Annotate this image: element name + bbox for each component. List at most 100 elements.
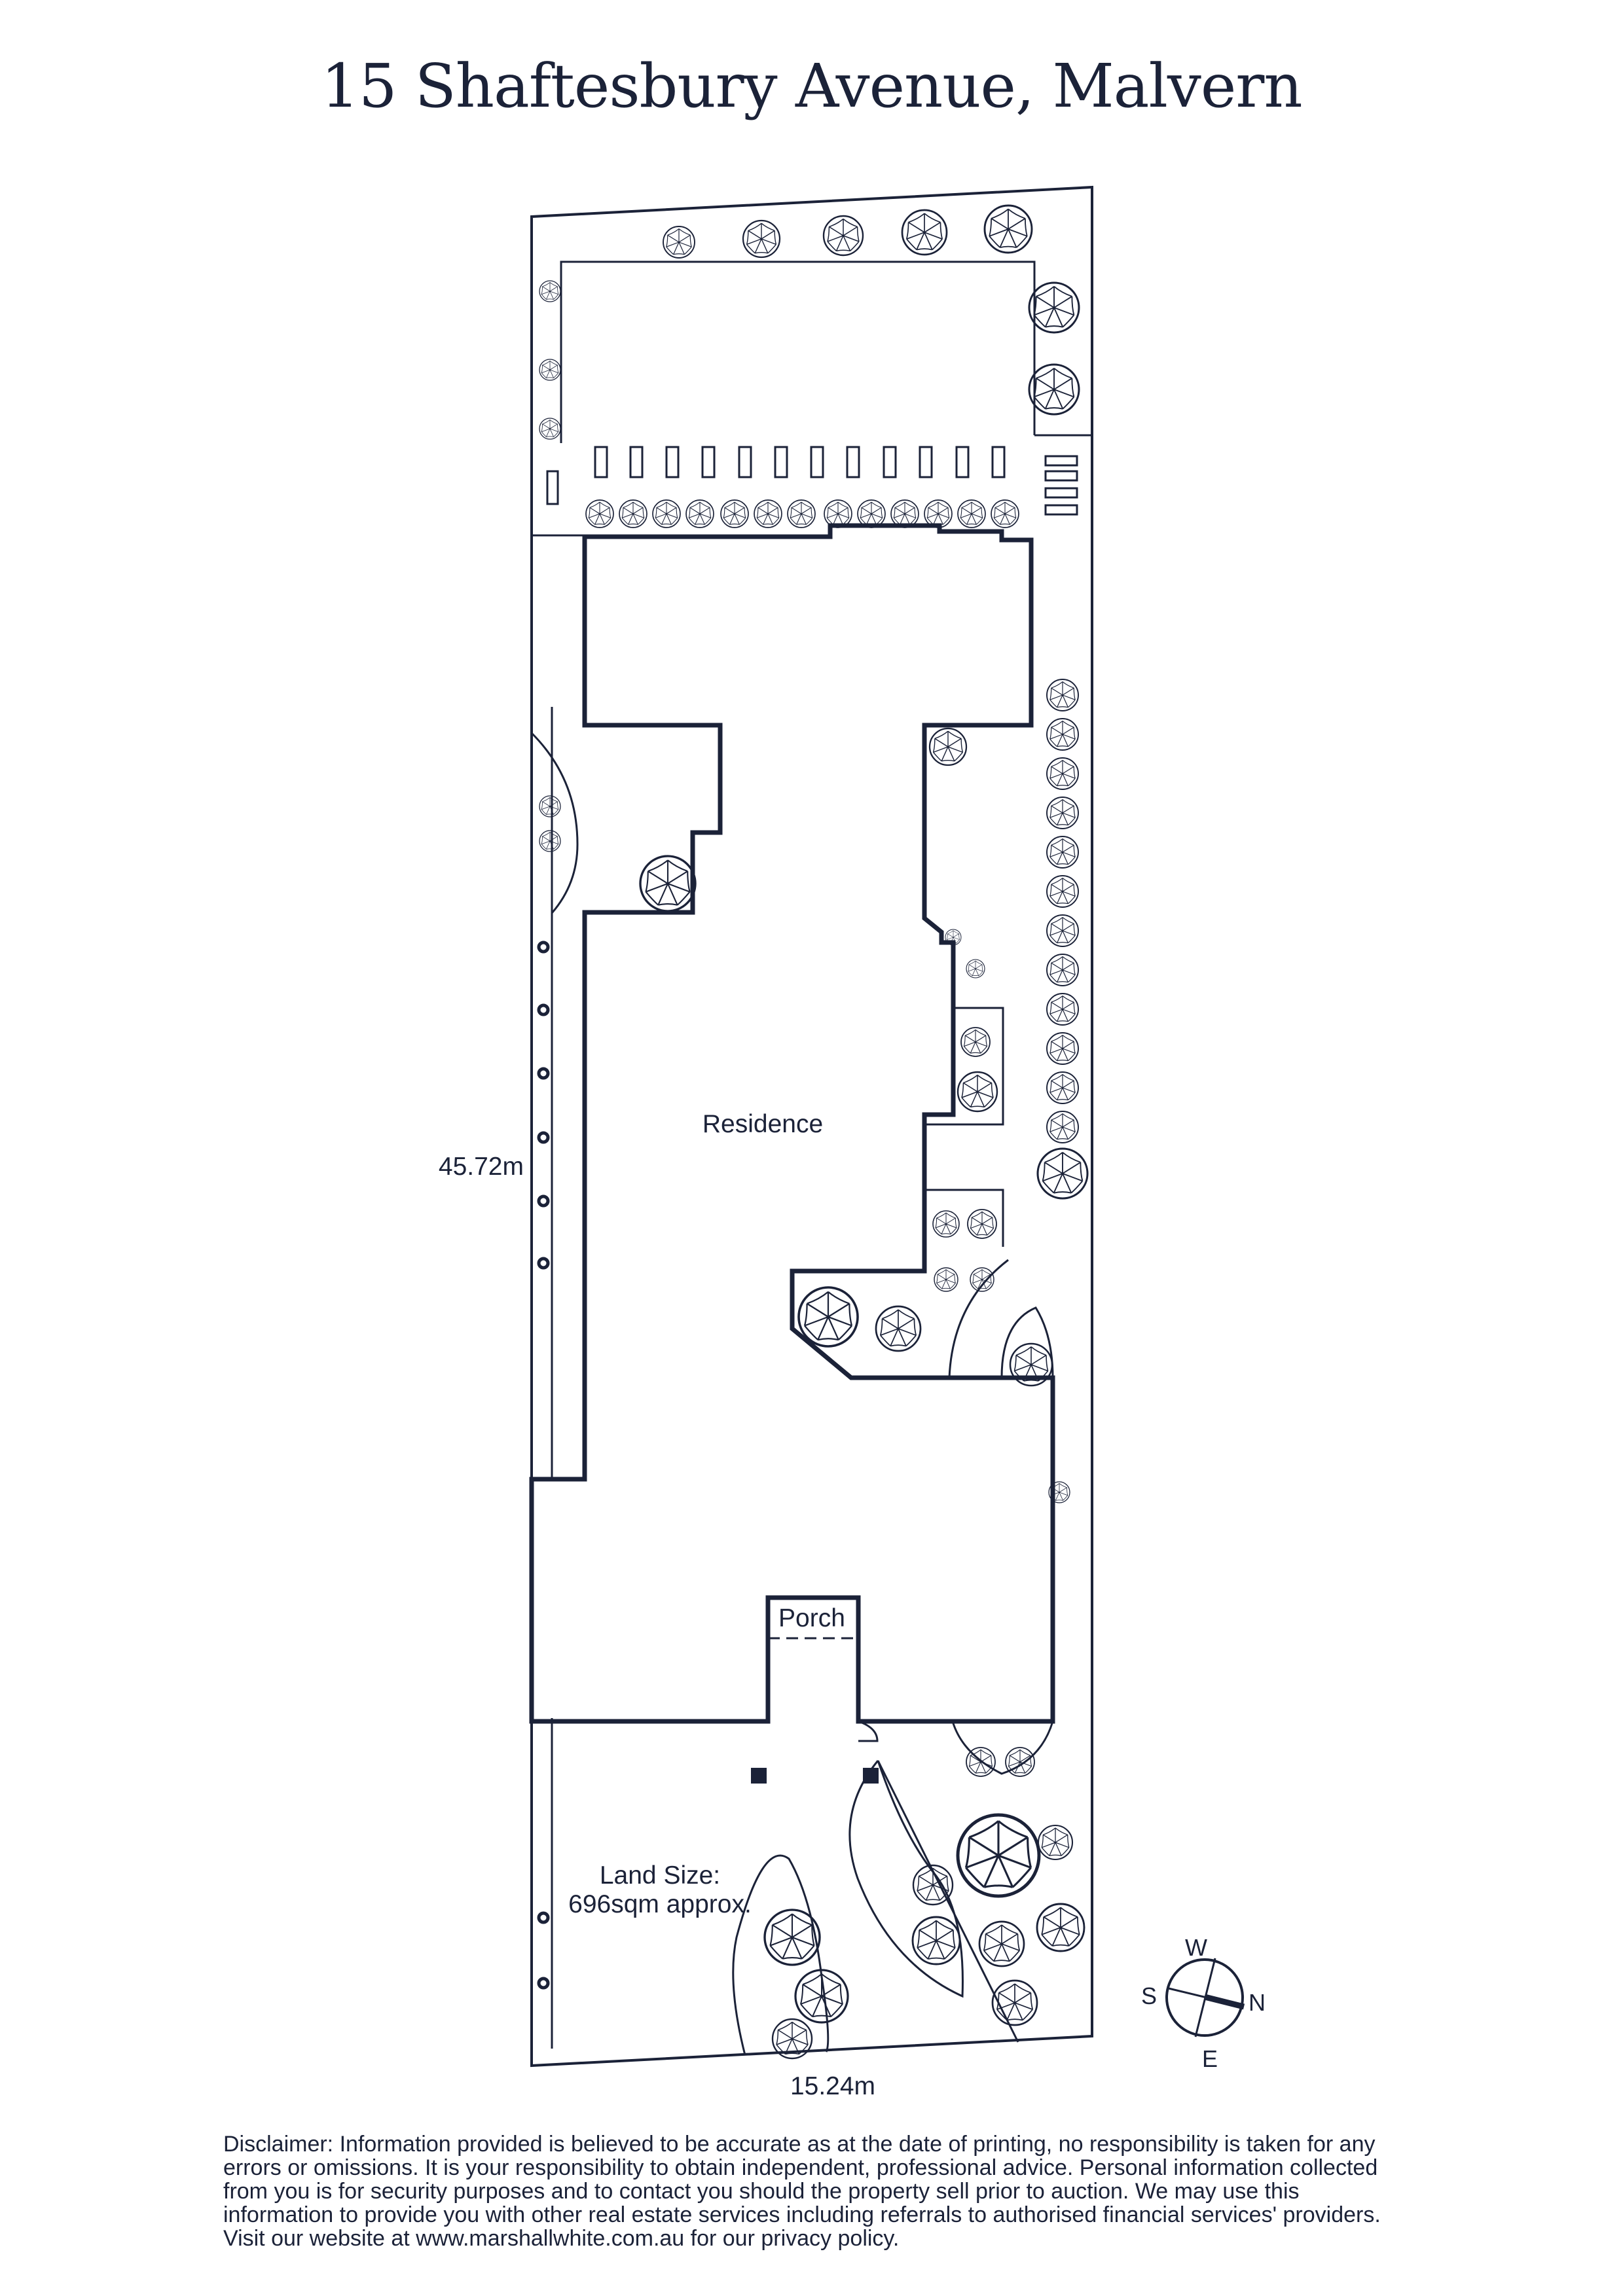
planter-symbol [1044,504,1078,516]
tree-symbol [957,499,986,528]
disclaimer-text: Disclaimer: Information provided is beli… [223,2132,1381,2251]
tree-symbol [539,359,561,381]
tree-symbol [539,280,561,302]
tree-symbol [932,1210,960,1238]
frontage-dimension: 15.24m [790,2072,875,2100]
tree-symbol [912,1864,954,1906]
compass-rose: W N S E [1141,1934,1266,2072]
tree-symbol [991,499,1019,528]
planter-symbol [919,446,933,478]
residence-outline [529,523,1055,1724]
shrub-symbol [537,1131,550,1144]
tree-symbol [1046,993,1079,1026]
property-boundary [530,185,1093,2068]
tree-symbol [652,499,681,528]
tree-symbol [1046,954,1079,986]
tree-symbol [822,215,864,257]
planter-symbol [810,446,824,478]
tree-symbol [1046,757,1079,790]
planter-symbol [883,446,897,478]
tree-symbol [1028,281,1080,334]
tree-symbol [928,727,968,766]
tree-symbol [967,1209,997,1239]
tree-symbol [1046,1111,1079,1143]
compass-south: S [1141,1982,1157,2009]
planter-symbol [546,470,559,505]
planter-symbol [1044,487,1078,499]
tree-symbol [1005,1747,1035,1777]
tree-symbol [978,1920,1025,1967]
tree-symbol [720,499,749,528]
tree-symbol [983,204,1033,254]
planter-symbol [1044,470,1078,482]
shrub-symbol [537,1977,550,1990]
tree-symbol [1046,875,1079,908]
tree-symbol [639,855,697,912]
planter-symbol [701,446,716,478]
tree-symbol [958,1815,1039,1896]
planter-symbol [846,446,860,478]
shrub-symbol [537,1257,550,1270]
post [863,1768,879,1784]
tree-symbol [901,209,948,256]
post [751,1768,767,1784]
tree-symbol [619,499,647,528]
shrub-symbol [537,1194,550,1208]
planter-symbol [1044,455,1078,467]
tree-symbol [663,226,695,259]
planter-symbol [774,446,788,478]
tree-symbol [966,1747,996,1777]
planter-symbol [738,446,752,478]
shrub-symbol [537,1911,550,1924]
compass-north: N [1249,1989,1266,2016]
tree-symbol [1037,1824,1074,1861]
tree-symbol [763,1909,821,1966]
tree-symbol [742,219,781,259]
tree-symbol [1036,1147,1089,1200]
compass-east: E [1202,2045,1218,2072]
planter-symbol [629,446,644,478]
tree-symbol [966,959,985,978]
tree-symbol [934,1267,958,1292]
porch-label: Porch [778,1604,845,1632]
garden-plants [537,204,1089,2060]
tree-symbol [1046,679,1079,711]
tree-symbol [585,499,614,528]
depth-dimension: 45.72m [439,1153,524,1181]
tree-symbol [957,1071,998,1113]
tree-symbol [960,1027,991,1057]
planter-symbol [594,446,608,478]
planter-symbol [955,446,970,478]
tree-symbol [1046,797,1079,829]
tree-symbol [797,1286,859,1348]
tree-symbol [539,418,561,440]
shrub-symbol [537,1003,550,1016]
page-title: 15 Shaftesbury Avenue, Malvern [321,51,1302,121]
tree-symbol [970,1267,994,1292]
compass-west: W [1185,1934,1207,1961]
tree-symbol [1046,914,1079,947]
tree-symbol [1036,1903,1085,1952]
tree-symbol [875,1305,922,1352]
tree-symbol [539,830,561,852]
shrub-symbol [537,941,550,954]
tree-symbol [539,795,561,817]
tree-symbol [754,499,782,528]
land-size-label: Land Size: [600,1861,720,1890]
tree-symbol [1028,363,1080,416]
planter-symbol [991,446,1006,478]
tree-symbol [1046,1071,1079,1104]
rear-garden-wall [560,260,1036,443]
residence-label: Residence [702,1110,823,1138]
planter-symbol [665,446,680,478]
tree-symbol [911,1916,961,1965]
shrub-symbol [537,1067,550,1080]
tree-symbol [794,1969,849,2024]
tree-symbol [1046,1032,1079,1065]
tree-symbol [1046,836,1079,869]
tree-symbol [685,499,714,528]
tree-symbol [1046,718,1079,751]
land-size-value: 696sqm approx. [568,1890,752,1918]
tree-symbol [787,499,816,528]
